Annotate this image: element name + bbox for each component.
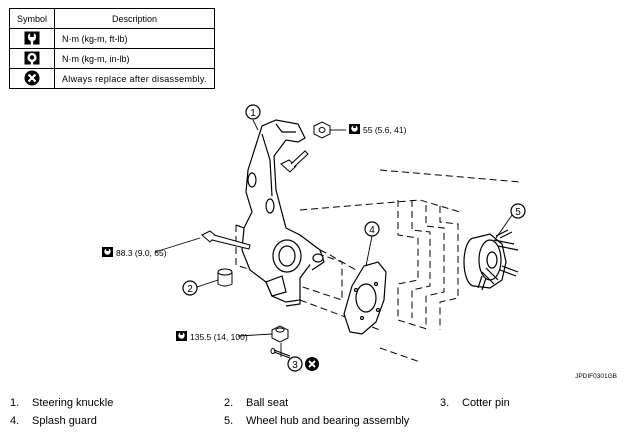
legend-row: N·m (kg-m, ft-lb) [9,28,215,49]
leader-lines [154,119,513,357]
part-number: 5. [224,415,234,427]
torque-wrench-icon [24,31,40,44]
steering-knuckle-part [235,119,325,307]
castle-nut-part [271,325,289,343]
torque-label-bottom: 135.5 (14, 100) [176,331,248,342]
part-item-2: 2. Ball seat [224,397,288,409]
part-number: 4. [10,415,20,427]
callout-label: 5 [515,207,521,218]
torque-value: 135.5 (14, 100) [190,332,248,342]
torque-wrench-icon [102,247,113,257]
knuckle-bolt-part [201,230,251,250]
torque-wrench-icon [349,124,360,134]
part-name: Wheel hub and bearing assembly [246,415,410,427]
upper-bolt-part [280,150,309,173]
part-number: 1. [10,397,20,409]
part-number: 2. [224,397,234,409]
cotter-pin-part [270,348,291,359]
wheel-hub-part [463,229,519,291]
callout-3: 3 [287,356,303,372]
legend-row: Always replace after disassembly. [9,68,215,89]
part-item-3: 3. Cotter pin [440,397,510,409]
part-name: Splash guard [32,415,97,427]
splash-guard-part [343,261,387,335]
part-name: Cotter pin [462,397,510,409]
ball-seat-part [217,268,233,287]
part-number: 3. [440,397,450,409]
part-item-4: 4. Splash guard [10,415,97,427]
callout-label: 3 [292,360,298,371]
part-item-1: 1. Steering knuckle [10,397,113,409]
assembly-guide-lines [235,169,521,363]
torque-label-left: 88.3 (9.0, 65) [102,247,167,258]
replace-icon [24,70,40,85]
figure-code: JPDIF0301GB [575,373,617,380]
callout-label: 1 [250,108,256,119]
callout-1: 1 [245,104,261,120]
callout-label: 2 [187,284,193,295]
upper-nut-part [313,121,331,139]
part-name: Steering knuckle [32,397,114,409]
torque-value: 55 (5.6, 41) [363,125,407,135]
legend-header-row: Symbol Description [9,8,215,29]
legend-description: Always replace after disassembly. [54,68,215,89]
legend-table: Symbol Description N·m (kg-m, ft-lb) N·m… [9,8,215,89]
replace-icon [305,357,319,371]
callout-5: 5 [510,203,526,219]
torque-label-top: 55 (5.6, 41) [349,124,407,135]
callout-2: 2 [182,280,198,296]
part-item-5: 5. Wheel hub and bearing assembly [224,415,409,427]
torque-wrench-small-icon [24,51,40,64]
part-name: Ball seat [246,397,289,409]
torque-wrench-icon [176,331,187,341]
callout-label: 4 [369,225,375,236]
callout-4: 4 [364,221,380,237]
torque-value: 88.3 (9.0, 65) [116,248,167,258]
